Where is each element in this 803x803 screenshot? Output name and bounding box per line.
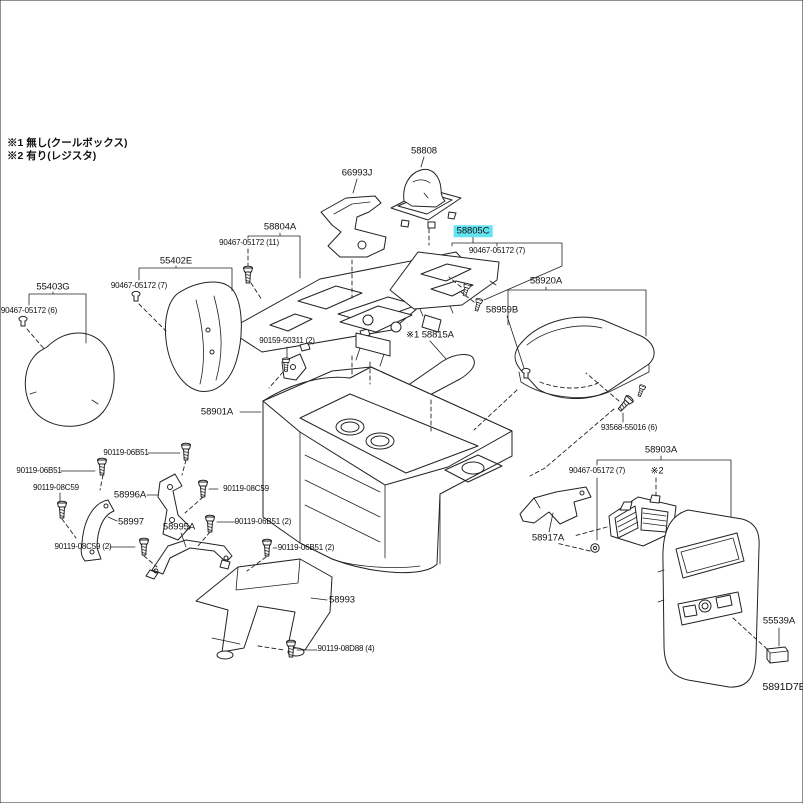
part-label: 58901A [200, 406, 234, 418]
part-label: 90119-08D88 (4) [317, 644, 375, 653]
label-bracket-lines [28, 232, 732, 541]
cup-holder-mechanism-drawing [281, 305, 442, 381]
part-label: 90467-05172 (7) [568, 466, 626, 475]
part-label: 90467-05172 (7) [468, 246, 526, 255]
part-label: 58997 [118, 516, 144, 528]
part-label: 90119-08C59 [33, 483, 79, 492]
part-label: ※1 58815A [406, 329, 454, 341]
part-label: 93568-55016 (6) [600, 423, 658, 432]
part-label: 58804A [263, 221, 297, 233]
part-label: 90159-50311 (2) [259, 336, 315, 345]
side-cover-drawing [24, 332, 115, 427]
part-label: 55539A [762, 615, 796, 627]
small-box-55539a-drawing [766, 646, 789, 664]
part-label: 90119-08C59 [223, 484, 269, 493]
legend-note: ※1 無し(クールボックス) [7, 137, 128, 149]
bracket-58997-drawing [80, 499, 115, 562]
part-label: 58808 [411, 145, 437, 157]
part-label: 58903A [644, 444, 678, 456]
part-label: 58996A [113, 489, 147, 501]
leader-lines [59, 156, 780, 651]
shift-boot-drawing [390, 168, 462, 229]
bracket-58917a-drawing [519, 486, 592, 525]
part-label: 90119-08C59 (2) [54, 542, 112, 551]
part-label: 58920A [529, 275, 563, 287]
bracket-58995a-drawing [145, 539, 233, 580]
part-label: 90119-06B51 (2) [277, 543, 335, 552]
bracket-58996a-drawing [157, 473, 191, 541]
part-label: 55402E [159, 255, 193, 267]
part-label: 90119-06B51 [103, 448, 149, 457]
side-panel-drawing [164, 281, 242, 393]
bracket-58993-drawing [195, 558, 333, 660]
part-label: 58917A [531, 532, 565, 544]
part-label: 58993 [329, 594, 355, 606]
part-label: 90467-05172 (6) [0, 306, 58, 315]
part-label: 55403G [36, 281, 70, 293]
part-label: 66993J [341, 167, 373, 179]
legend-note: ※2 有り(レジスタ) [7, 150, 97, 162]
part-label: 90119-06B51 [16, 466, 62, 475]
part-label: 90119-06B51 (2) [234, 517, 292, 526]
diagram-code: 5891D7E [762, 680, 803, 693]
part-label: 58995A [162, 521, 196, 533]
part-label: 90467-05172 (11) [219, 238, 279, 247]
console-body-drawing [262, 366, 513, 574]
part-label: ※2 [650, 465, 664, 477]
part-label-highlighted[interactable]: 58805C [453, 225, 493, 237]
armrest-lid-drawing [514, 316, 655, 399]
gasket-plate-drawing [320, 195, 387, 258]
rear-console-panel-drawing [657, 509, 760, 688]
register-panel-drawing [389, 251, 500, 317]
part-label: 58959B [485, 304, 519, 316]
assembly-dashed-lines [26, 228, 768, 651]
part-label: 90467-05172 (7) [110, 281, 168, 290]
